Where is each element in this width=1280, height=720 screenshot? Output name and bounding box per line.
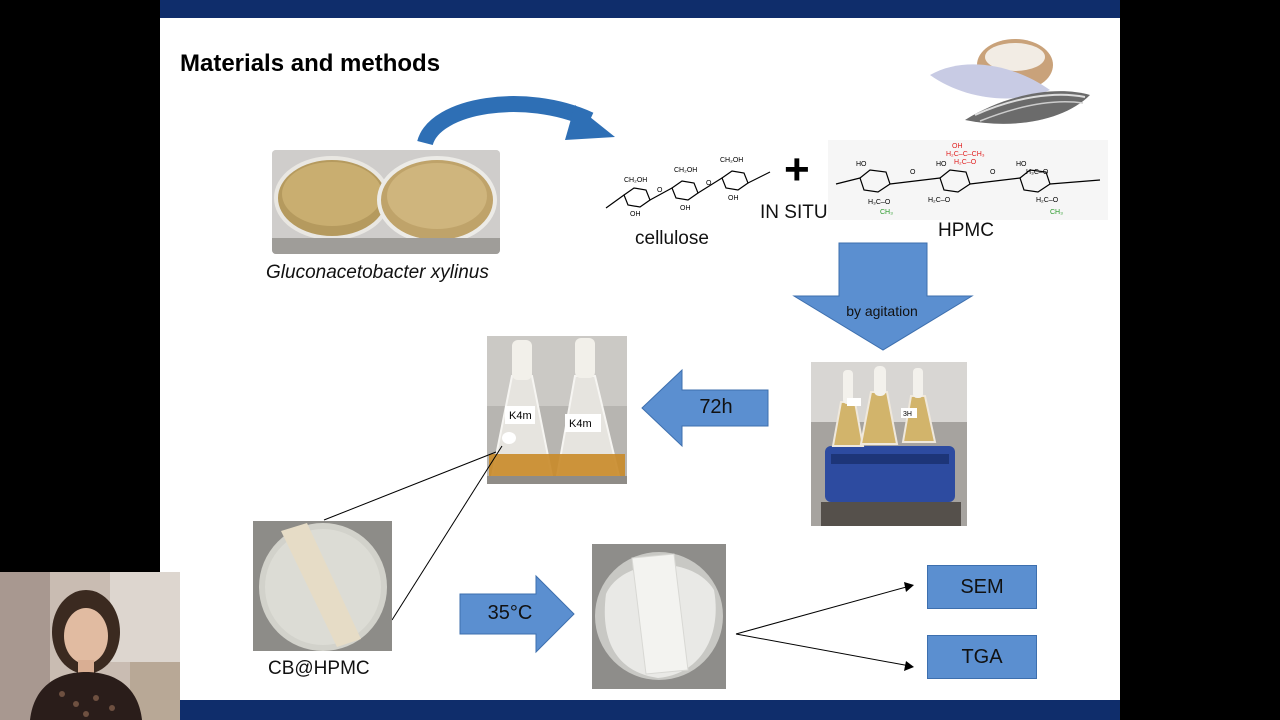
svg-text:OH: OH (728, 195, 739, 202)
slide-title: Materials and methods (180, 50, 441, 77)
svg-text:O: O (910, 169, 916, 176)
svg-text:H₂C–O: H₂C–O (1036, 197, 1059, 204)
flask-tag (847, 398, 861, 406)
webcam-video (0, 572, 180, 720)
left-arrow-icon (641, 368, 769, 448)
flasks-photo: K4m K4m (487, 336, 627, 484)
petri-dishes-photo (272, 150, 500, 254)
svg-text:CH₂OH: CH₂OH (674, 167, 697, 174)
svg-text:H₃C–O: H₃C–O (868, 199, 891, 206)
curved-arrow-icon (417, 96, 615, 146)
agitation-label: by agitation (846, 303, 918, 319)
svg-text:CH₂OH: CH₂OH (720, 157, 743, 164)
svg-text:H₃C–O: H₃C–O (1026, 169, 1049, 176)
analysis-arrows (735, 582, 914, 671)
hpmc-powder-image (930, 39, 1090, 124)
top-bar (160, 0, 1120, 18)
sem-box: SEM (927, 565, 1037, 609)
dried-film-photo (592, 544, 726, 689)
svg-text:H₂C–C–CH₃: H₂C–C–CH₃ (946, 151, 985, 158)
in-situ-label: IN SITU (760, 202, 828, 223)
svg-text:K4m: K4m (509, 410, 532, 422)
svg-text:HO: HO (856, 161, 867, 168)
svg-text:HO: HO (1016, 161, 1027, 168)
plus-icon: + (784, 145, 810, 194)
svg-text:3H: 3H (903, 411, 912, 418)
connector-lines (323, 445, 503, 621)
svg-text:CH₃: CH₃ (880, 209, 893, 216)
bottom-bar (160, 700, 1120, 720)
svg-text:CH₃: CH₃ (1050, 209, 1063, 216)
svg-text:O: O (657, 187, 663, 194)
cellulose-structure: CH₂OH CH₂OH CH₂OH OH OH OH O O (605, 157, 771, 218)
svg-text:OH: OH (952, 143, 963, 150)
tga-box: TGA (927, 635, 1037, 679)
stirrer-flasks-photo: 3H (811, 362, 967, 526)
hpmc-label: HPMC (938, 220, 994, 241)
svg-text:K4m: K4m (569, 418, 592, 430)
slide: Materials and methods Gluconacetobacter … (160, 0, 1120, 720)
time-label: 72h (699, 396, 733, 418)
down-arrow-icon (792, 242, 974, 351)
svg-text:HO: HO (936, 161, 947, 168)
svg-text:H₂C–O: H₂C–O (954, 159, 977, 166)
product-label: CB@HPMC (268, 658, 370, 679)
svg-text:OH: OH (630, 211, 641, 218)
organism-label: Gluconacetobacter xylinus (266, 262, 489, 283)
cellulose-label: cellulose (635, 228, 709, 249)
right-arrow-icon (459, 574, 575, 654)
svg-text:CH₂OH: CH₂OH (624, 177, 647, 184)
svg-text:O: O (706, 180, 712, 187)
svg-text:O: O (990, 169, 996, 176)
temperature-label: 35°C (487, 602, 533, 624)
hpmc-structure: HO O H₃C–O HO H₂C–O HO H₃C–O H₂C–O O OH … (828, 140, 1108, 220)
cb-hpmc-photo (253, 521, 392, 651)
svg-text:OH: OH (680, 205, 691, 212)
svg-text:H₂C–O: H₂C–O (928, 197, 951, 204)
